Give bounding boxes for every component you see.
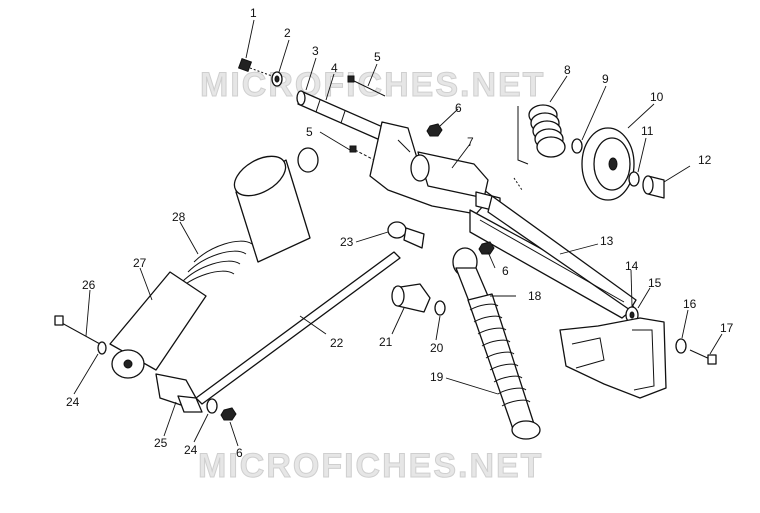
callout-16: 16 xyxy=(683,297,697,311)
callout-labels: 1 2 3 4 5 5 6 6 6 7 8 9 10 11 12 13 14 1… xyxy=(66,6,734,460)
callout-1: 1 xyxy=(250,6,257,20)
part-25-bracket xyxy=(155,373,203,413)
part-8-torsion-spring xyxy=(513,104,566,191)
part-12-bushing xyxy=(642,175,665,199)
callout-27: 27 xyxy=(133,256,147,270)
watermark-top: MICROFICHES.NET xyxy=(200,66,545,104)
part-1-bolt xyxy=(237,57,273,77)
callout-5-lower: 5 xyxy=(306,125,313,139)
part-2-washer xyxy=(271,71,283,87)
part-24-washer-left xyxy=(97,341,107,355)
leader-lines xyxy=(73,19,723,447)
callout-2: 2 xyxy=(284,26,291,40)
callout-13: 13 xyxy=(600,234,614,248)
part-5-bolt-upper xyxy=(347,75,386,97)
part-7-front-arm xyxy=(369,121,501,215)
callout-19: 19 xyxy=(430,370,444,384)
part-11-washer xyxy=(628,171,640,187)
watermark-bottom: MICROFICHES.NET xyxy=(198,447,543,485)
callout-7: 7 xyxy=(467,135,474,149)
part-16-washer xyxy=(675,338,687,354)
callout-20: 20 xyxy=(430,341,444,355)
part-24-washer-bottom xyxy=(206,398,218,414)
callout-4: 4 xyxy=(331,61,338,75)
callout-6-bottom: 6 xyxy=(236,446,243,460)
callout-6-middle: 6 xyxy=(502,264,509,278)
part-26-bolt xyxy=(54,315,101,345)
callout-12: 12 xyxy=(698,153,712,167)
callout-3: 3 xyxy=(312,44,319,58)
part-23-bushing xyxy=(387,221,425,249)
callout-14: 14 xyxy=(625,259,639,273)
callout-26: 26 xyxy=(82,278,96,292)
callout-5-upper: 5 xyxy=(374,50,381,64)
rear-mount-block xyxy=(559,317,667,399)
callout-11: 11 xyxy=(641,124,654,138)
part-21-bushing xyxy=(391,283,431,313)
callout-22: 22 xyxy=(330,336,344,350)
callout-28: 28 xyxy=(172,210,186,224)
callout-21: 21 xyxy=(379,335,393,349)
callout-9: 9 xyxy=(602,72,609,86)
callout-24-bottom: 24 xyxy=(184,443,198,457)
part-6-nut-upper xyxy=(426,123,443,137)
callout-24-left: 24 xyxy=(66,395,80,409)
part-27-28-rear-shock xyxy=(109,147,319,379)
part-3-4-pivot-shaft xyxy=(296,90,386,141)
part-18-19-front-shock xyxy=(452,247,541,440)
part-9-washer xyxy=(571,138,583,154)
callout-17: 17 xyxy=(720,321,734,335)
callout-15: 15 xyxy=(648,276,662,290)
part-10-idler-wheel xyxy=(581,127,635,201)
callout-18: 18 xyxy=(528,289,542,303)
callout-6-upper: 6 xyxy=(455,101,462,115)
part-20-washer xyxy=(434,300,446,316)
callout-8: 8 xyxy=(564,63,571,77)
part-6-nut-middle xyxy=(478,241,495,255)
part-13-rear-arm xyxy=(469,195,637,319)
callout-25: 25 xyxy=(154,436,168,450)
callout-23: 23 xyxy=(340,235,354,249)
callout-10: 10 xyxy=(650,90,664,104)
part-6-nut-bottom xyxy=(220,407,237,421)
part-17-bolt xyxy=(689,349,717,365)
part-22-rod xyxy=(195,251,401,405)
